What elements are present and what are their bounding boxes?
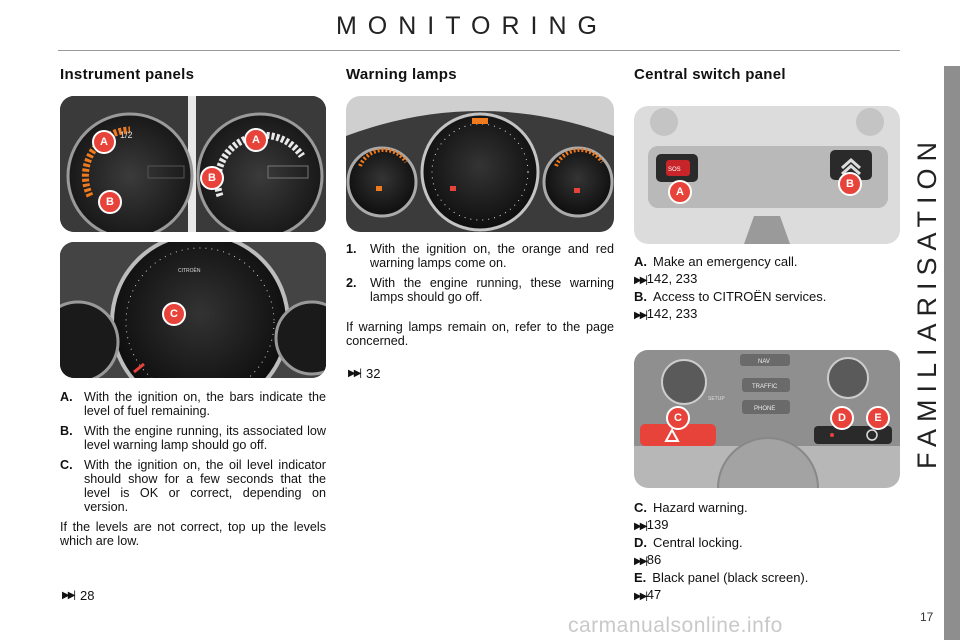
audio-panel-image: NAV TRAFFIC PHONE SETUP C D E	[634, 350, 900, 488]
skip-forward-icon: ▶▶|	[634, 555, 648, 567]
sos-text: SOS	[668, 167, 681, 173]
phone-text: PHONE	[754, 406, 775, 412]
page-reference[interactable]: ▶▶| 139	[634, 516, 669, 532]
page-reference[interactable]: ▶▶| 142, 233	[634, 305, 698, 321]
list-item: D.Central locking.	[634, 535, 743, 550]
page-reference[interactable]: ▶▶| 47	[634, 586, 662, 602]
list-item: B. With the engine running, its associat…	[60, 424, 326, 452]
skip-forward-icon: ▶▶|	[62, 590, 76, 601]
central-switch-panel-heading: Central switch panel	[634, 66, 786, 83]
list-item: E.Black panel (black screen).	[634, 570, 809, 585]
warning-lamps-reference[interactable]: ▶▶| 32	[348, 366, 381, 381]
speedometer-image: CITROËN C	[60, 242, 326, 378]
page-reference[interactable]: ▶▶| 142, 233	[634, 270, 698, 286]
citroen-brand-text: CITROËN	[178, 267, 201, 274]
instrument-panels-image: 1/2 1/2 A A B B	[60, 96, 326, 232]
instrument-panels-reference[interactable]: ▶▶| 28	[62, 588, 95, 603]
dashboard-illustration	[346, 96, 614, 232]
central-switch-panel-image: SOS A B	[634, 106, 900, 244]
switch-top-list: A.Make an emergency call. ▶▶| 142, 233 B…	[634, 254, 900, 324]
title-rule	[58, 50, 900, 51]
instrument-panels-list: A. With the ignition on, the bars indica…	[60, 390, 326, 548]
skip-forward-icon: ▶▶|	[348, 368, 362, 379]
callout-b-right: B	[200, 166, 224, 190]
callout-a-right: A	[244, 128, 268, 152]
switch-panel-illustration: SOS	[634, 106, 900, 244]
callout-d: D	[830, 406, 854, 430]
svg-text:1/2: 1/2	[120, 130, 133, 140]
warning-lamps-note: If warning lamps remain on, refer to the…	[346, 320, 614, 348]
speedometer-illustration: CITROËN	[60, 242, 326, 378]
switch-bottom-list: C.Hazard warning. ▶▶| 139 D.Central lock…	[634, 500, 900, 605]
list-item: 2. With the engine running, these warnin…	[346, 276, 614, 304]
callout-a-left: A	[92, 130, 116, 154]
watermark: carmanualsonline.info	[568, 614, 783, 637]
page-title: MONITORING	[335, 12, 609, 40]
section-side-label: FAMILIARISATION	[912, 134, 942, 470]
page-reference[interactable]: ▶▶| 86	[634, 551, 662, 567]
nav-text: NAV	[758, 359, 770, 365]
skip-forward-icon: ▶▶|	[634, 274, 648, 286]
callout-e: E	[866, 406, 890, 430]
callout-c: C	[162, 302, 186, 326]
page-number: 17	[920, 610, 934, 624]
list-item: C. With the ignition on, the oil level i…	[60, 458, 326, 514]
warning-lamps-heading: Warning lamps	[346, 66, 457, 83]
instrument-panels-heading: Instrument panels	[60, 66, 195, 83]
list-item: A.Make an emergency call.	[634, 254, 798, 269]
list-item: A. With the ignition on, the bars indica…	[60, 390, 326, 418]
fuel-gauges-illustration: 1/2 1/2	[60, 96, 326, 232]
side-tab	[944, 66, 960, 640]
callout-b-left: B	[98, 190, 122, 214]
warning-lamps-list: 1. With the ignition on, the orange and …	[346, 242, 614, 348]
list-item: 1. With the ignition on, the orange and …	[346, 242, 614, 270]
list-item: B.Access to CITROËN services.	[634, 289, 827, 304]
list-item: C.Hazard warning.	[634, 500, 748, 515]
callout-a: A	[668, 180, 692, 204]
callout-c: C	[666, 406, 690, 430]
skip-forward-icon: ▶▶|	[634, 309, 648, 321]
instrument-panels-note: If the levels are not correct, top up th…	[60, 520, 326, 548]
audio-panel-illustration: NAV TRAFFIC PHONE SETUP	[634, 350, 900, 488]
setup-text: SETUP	[708, 396, 725, 402]
warning-lamps-image	[346, 96, 614, 232]
skip-forward-icon: ▶▶|	[634, 590, 648, 602]
traffic-text: TRAFFIC	[752, 384, 778, 390]
skip-forward-icon: ▶▶|	[634, 520, 648, 532]
callout-b: B	[838, 172, 862, 196]
